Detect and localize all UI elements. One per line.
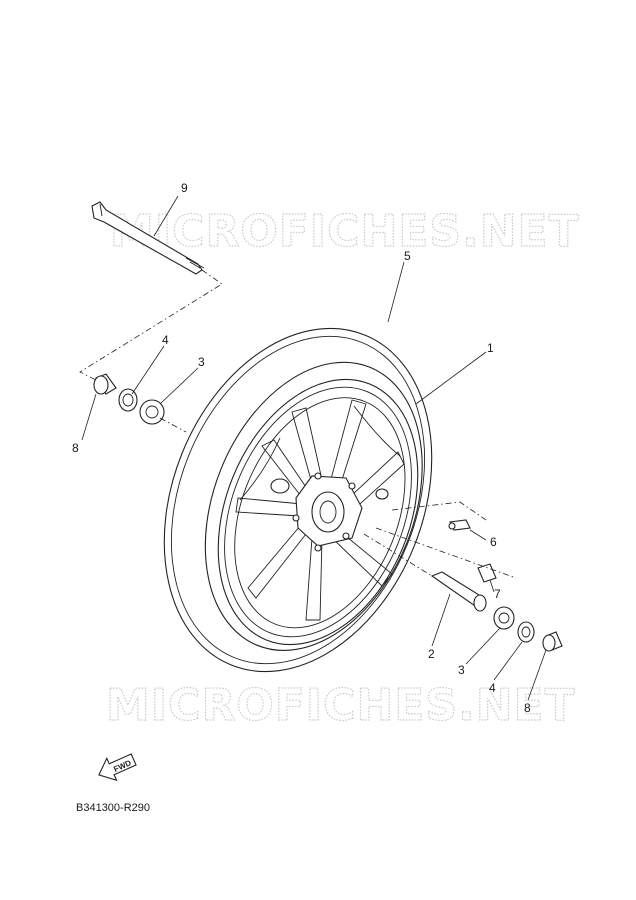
callout-2: 2	[428, 647, 435, 661]
fwd-arrow-icon: FWD	[98, 753, 137, 782]
diagram-code: B341300-R290	[76, 802, 150, 814]
valve-stem	[448, 519, 471, 531]
oil-seal-left	[118, 388, 138, 412]
oil-seal-right	[517, 621, 535, 643]
spacer-left	[93, 373, 117, 395]
callout-9: 9	[181, 181, 188, 195]
callout-4-right: 4	[489, 681, 496, 695]
assembly-lines	[79, 269, 517, 579]
callout-6: 6	[490, 535, 497, 549]
callout-3-right: 3	[458, 663, 465, 677]
callout-3-left: 3	[198, 355, 205, 369]
callout-4-left: 4	[162, 333, 169, 347]
wheel-hub	[270, 472, 389, 552]
leader-lines	[81, 195, 547, 701]
bearing-right	[493, 606, 515, 630]
watermark-bottom: MICROFICHES.NET	[106, 680, 576, 731]
spacer-right	[542, 631, 563, 652]
callout-1: 1	[487, 341, 494, 355]
callout-7: 7	[494, 587, 501, 601]
spacer-flange	[430, 571, 487, 612]
bearing-left	[139, 399, 165, 425]
callout-8-right: 8	[524, 701, 531, 715]
callout-5: 5	[404, 249, 411, 263]
valve-cap	[477, 563, 497, 583]
callout-8-left: 8	[72, 441, 79, 455]
wheel-spokes	[235, 399, 405, 621]
watermark-top: MICROFICHES.NET	[110, 206, 580, 257]
